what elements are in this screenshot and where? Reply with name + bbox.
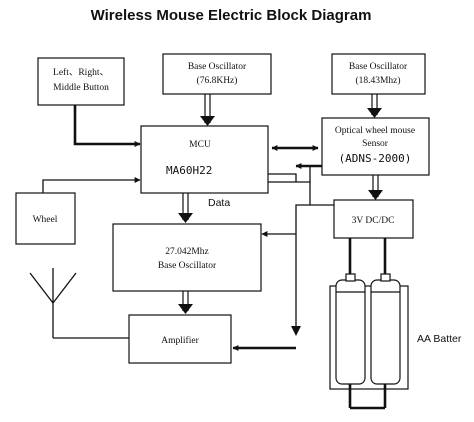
mcu-block: MCU MA60H22 (140, 125, 269, 194)
amplifier-label: Amplifier (161, 335, 199, 346)
amplifier-block: Amplifier (128, 314, 232, 364)
base-osc-76-line2: (76.8KHz) (197, 75, 238, 86)
dcdc-label: 3V DC/DC (352, 216, 395, 226)
base-osc-76-line1: Base Oscillator (188, 62, 247, 72)
wheel-label: Wheel (33, 215, 58, 225)
base-osc-18-line1: Base Oscillator (349, 62, 408, 72)
buttons-block: Left、Right、 Middle Button (37, 57, 125, 106)
buttons-label-line2: Middle Button (53, 83, 109, 93)
base-osc-18-line2: (18.43Mhz) (355, 75, 400, 86)
wheel-block: Wheel (15, 192, 76, 245)
antenna-icon (29, 268, 129, 339)
mcu-chip-label: MA60H22 (166, 164, 212, 177)
battery-pack: AA Batter (329, 238, 462, 410)
mcu-label: MCU (189, 140, 211, 150)
buttons-label-line1: Left、Right、 (53, 67, 109, 78)
base-oscillator-76-block: Base Oscillator (76.8KHz) (162, 53, 272, 95)
sensor-chip-label: (ADNS-2000) (339, 152, 412, 165)
connections (42, 94, 383, 351)
diagram-title: Wireless Mouse Electric Block Diagram (91, 7, 372, 24)
oscillator-27-block: 27.042Mhz Base Oscillator (112, 223, 262, 292)
sensor-label-line2: Sensor (362, 139, 389, 149)
base-oscillator-18-block: Base Oscillator (18.43Mhz) (331, 53, 426, 95)
data-annotation: Data (208, 197, 230, 209)
osc-27-line1: 27.042Mhz (165, 247, 209, 257)
osc-27-line2: Base Oscillator (158, 261, 217, 271)
dcdc-block: 3V DC/DC (333, 199, 414, 239)
sensor-label-line1: Optical wheel mouse (335, 126, 415, 136)
battery-label: AA Batter (417, 333, 462, 345)
sensor-block: Optical wheel mouse Sensor (ADNS-2000) (321, 117, 430, 176)
